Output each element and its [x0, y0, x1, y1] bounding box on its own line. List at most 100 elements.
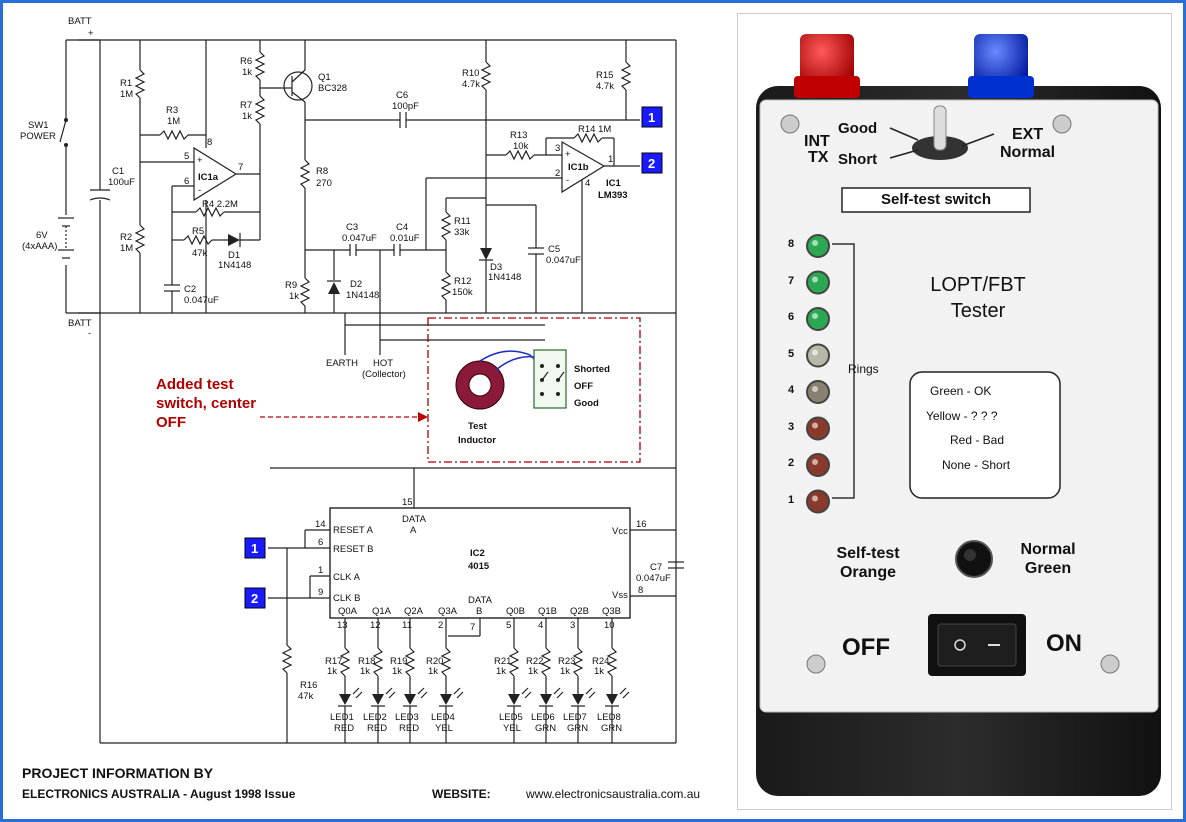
sw1-label: SW1 [28, 120, 49, 131]
c4-value: 0.01uF [390, 233, 420, 244]
out-resistor-value-8: 1k [594, 666, 604, 677]
test-leads [344, 313, 545, 355]
c3-value: 0.047uF [342, 233, 377, 244]
r12-value: 150k [452, 287, 473, 298]
normal-label: Normal [1000, 144, 1056, 161]
c6-label: C6 [396, 90, 408, 101]
ic2-value: 4015 [468, 561, 490, 572]
int-tx-label: INT TX [804, 134, 830, 166]
r7-label: R7 [240, 100, 252, 111]
test-inductor-label-2: Inductor [458, 435, 496, 446]
out-resistor-value-2: 1k [360, 666, 370, 677]
hot-collector-label: (Collector) [362, 369, 406, 380]
ic2-pin9-num: 9 [318, 587, 323, 598]
ic1a-plus: + [197, 155, 203, 166]
connector-1-top [641, 106, 663, 128]
ring-number-4: 4 [788, 384, 795, 396]
ring-led-4 [806, 380, 830, 404]
out-resistor-label-4: R20 [426, 656, 443, 667]
led-color-1: RED [334, 723, 354, 734]
r8-label: R8 [316, 166, 328, 177]
footer-website-label: WEBSITE: [432, 787, 491, 801]
r8-value: 270 [316, 178, 332, 189]
led-label-5: LED5 [499, 712, 523, 723]
ext-label: EXT [1012, 126, 1044, 143]
connector-2-top [641, 152, 663, 174]
ring-led-highlight-8 [812, 240, 818, 246]
good-pointer [889, 127, 919, 141]
ic2-out-pin-2: 12 [370, 620, 381, 631]
ic1b-minus: - [566, 175, 569, 186]
r13-value: 10k [513, 141, 529, 152]
battery-voltage-label: 6V [36, 230, 48, 241]
self-test-button[interactable] [955, 540, 993, 578]
ring-led-2 [806, 453, 830, 477]
supply-rails [65, 39, 677, 744]
batt-top-label: BATT [68, 16, 92, 27]
ic2-out-pin-6: 4 [538, 620, 543, 631]
ring-number-5: 5 [788, 347, 795, 360]
switch-good-label: Good [574, 398, 599, 409]
led-color-3: RED [399, 723, 419, 734]
ic2-data-a-2: A [410, 525, 417, 536]
ic1b-pin4: 4 [585, 178, 590, 189]
r5-d1-network [171, 174, 261, 285]
connector-2-bottom [244, 587, 266, 609]
output-stages: 13R171kLED1RED12R181kLED2RED11R191kLED3R… [325, 618, 630, 743]
ic2-clk-b: CLK B [333, 593, 360, 604]
red-terminal [794, 34, 860, 98]
c3-label: C3 [346, 222, 358, 233]
ext-pointer [961, 133, 995, 147]
earth-label: EARTH [326, 358, 358, 369]
ic2-vss-label: Vss [612, 590, 628, 601]
rings-label: Rings [848, 362, 879, 376]
c7-label: C7 [650, 562, 662, 573]
c2-capacitor [164, 284, 180, 313]
led-color-4: YEL [435, 723, 453, 734]
connector-1-bottom [244, 537, 266, 559]
test-switch-symbol [533, 349, 567, 409]
ext-normal-label: EXT Normal [1000, 126, 1055, 162]
r9-label: R9 [285, 280, 297, 291]
ic2-q3b: Q3B [602, 606, 621, 617]
ic2-data-a-1: DATA [402, 514, 427, 525]
ring-led-1 [806, 489, 830, 514]
out-resistor-label-5: R21 [494, 656, 511, 667]
ic2-label: IC2 [470, 548, 485, 559]
c1-label: C1 [112, 166, 124, 177]
ic2-out-pin-3: 11 [402, 620, 412, 631]
lopt-tester-schematic: BATT + BATT - SW1 POWER 6V (4xAAA) C1 10… [20, 16, 684, 744]
r13-label: R13 [510, 130, 527, 141]
tester-photo-drawing [756, 34, 1161, 796]
ic1a-pin7: 7 [238, 162, 243, 173]
ic2-vcc-label: Vcc [612, 526, 628, 537]
added-note-line1: Added test [156, 376, 234, 393]
ic2-q1b: Q1B [538, 606, 557, 617]
power-rocker-switch[interactable] [928, 614, 1026, 676]
self-test-label: Self-test [836, 545, 900, 562]
r7-value: 1k [242, 111, 252, 122]
c7-value: 0.047uF [636, 573, 671, 584]
c1-capacitor [89, 40, 111, 313]
toggle-switch[interactable] [912, 105, 968, 160]
ring-led-highlight-5 [812, 349, 818, 356]
footer-project-info: PROJECT INFORMATION BY [22, 765, 214, 781]
r11-label: R11 [454, 216, 471, 227]
c4-label: C4 [396, 222, 408, 233]
ic2-pin15-num: 15 [402, 497, 413, 508]
ic2-out-pin-1: 13 [337, 620, 348, 631]
r8-r9-d2 [299, 159, 350, 313]
led-color-7: GRN [567, 723, 588, 734]
ic1b-pin3: 3 [555, 143, 560, 154]
ic2-out-pin-8: 10 [604, 620, 615, 631]
led-color-5: YEL [503, 723, 521, 734]
c1-value: 100uF [108, 177, 135, 188]
ring-number-8: 8 [788, 238, 795, 250]
ic1b-plus: + [565, 149, 571, 160]
hot-label: HOT [373, 358, 393, 369]
ic2-reset-a: RESET A [333, 525, 374, 536]
ic2-pin14-num: 14 [315, 519, 326, 530]
green-mode-label: Green [1024, 560, 1072, 577]
